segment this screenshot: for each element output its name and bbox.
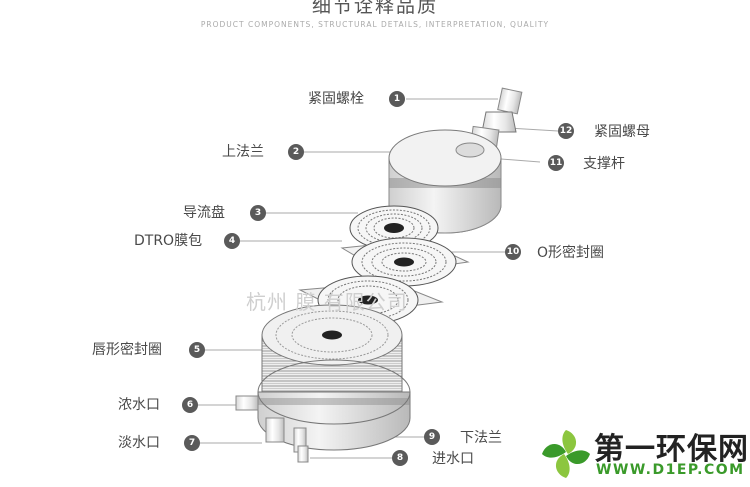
- component-label-upper-flange: 上法兰: [222, 144, 264, 160]
- component-number-badge: 7: [184, 435, 200, 451]
- component-number-badge: 10: [505, 244, 521, 260]
- component-label-bolt: 紧固螺栓: [308, 91, 364, 107]
- component-number-badge: 12: [558, 123, 574, 139]
- company-watermark: 杭州 膜 有限公司: [246, 290, 408, 314]
- component-number-badge: 3: [250, 205, 266, 221]
- component-number-badge: 5: [189, 342, 205, 358]
- component-number-badge: 2: [288, 144, 304, 160]
- site-logo: 第一环保网 WWW.D1EP.COM: [538, 420, 750, 487]
- component-label-lower-flange: 下法兰: [460, 430, 502, 446]
- component-label-permeate-port: 淡水口: [118, 435, 160, 451]
- logo-text-en: WWW.D1EP.COM: [596, 462, 745, 478]
- component-label-dtro-membrane: DTRO膜包: [134, 233, 203, 249]
- component-number-badge: 9: [424, 429, 440, 445]
- component-number-badge: 11: [548, 155, 564, 171]
- component-number-badge: 8: [392, 450, 408, 466]
- component-number-badge: 4: [224, 233, 240, 249]
- component-label-concentrate-port: 浓水口: [118, 397, 160, 413]
- component-label-nut: 紧固螺母: [594, 124, 650, 140]
- component-label-support-rod: 支撑杆: [583, 156, 625, 172]
- component-number-badge: 1: [389, 91, 405, 107]
- logo-text-cn: 第一环保网: [594, 432, 749, 467]
- component-label-inlet-port: 进水口: [432, 451, 474, 467]
- component-label-o-ring: O形密封圈: [537, 245, 605, 261]
- page-subtitle: PRODUCT COMPONENTS, STRUCTURAL DETAILS, …: [200, 20, 550, 29]
- component-number-badge: 6: [182, 397, 198, 413]
- component-label-lip-seal: 唇形密封圈: [92, 342, 162, 358]
- page-title: 细节诠释品质: [311, 0, 438, 17]
- component-label-flow-guide-disk: 导流盘: [183, 205, 225, 221]
- leaf-logo-icon: [540, 428, 592, 480]
